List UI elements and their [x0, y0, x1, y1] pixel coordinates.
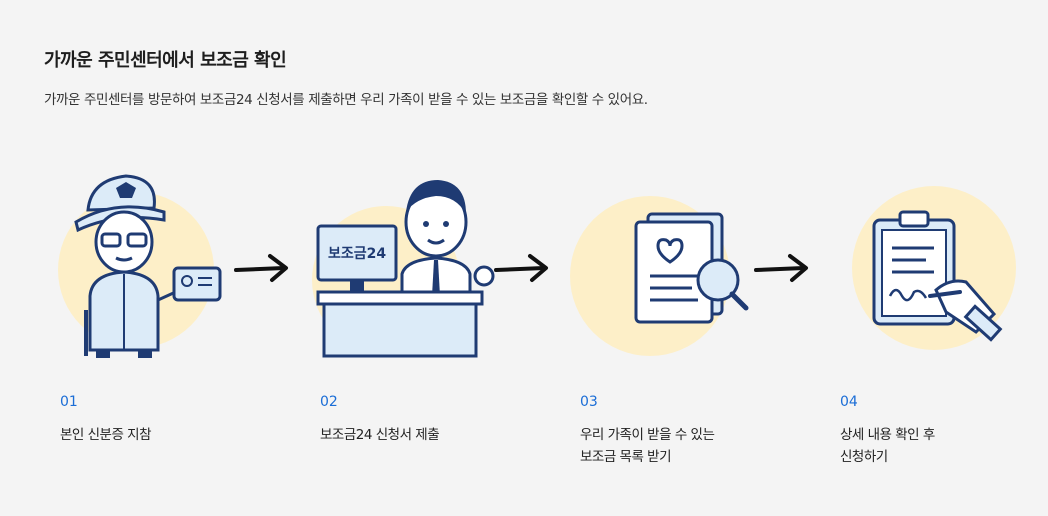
- step-4: 04 상세 내용 확인 후 신청하기: [826, 150, 1046, 490]
- page-description: 가까운 주민센터를 방문하여 보조금24 신청서를 제출하면 우리 가족이 받을…: [44, 92, 648, 108]
- step-label: 상세 내용 확인 후 신청하기: [840, 427, 935, 465]
- documents-magnifier-icon: [570, 196, 749, 356]
- page-title: 가까운 주민센터에서 보조금 확인: [44, 50, 287, 71]
- elderly-man-with-id-card-icon: [58, 174, 222, 358]
- clerk-at-desk-icon: 보조금24: [312, 180, 495, 358]
- step-3: 03 우리 가족이 받을 수 있는 보조금 목록 받기: [566, 150, 786, 490]
- monitor-text: 보조금24: [328, 246, 386, 262]
- clipboard-signature-icon: [852, 186, 1016, 350]
- arrow-right-icon: [494, 254, 548, 282]
- step-number: 04: [840, 394, 858, 410]
- step-label: 보조금24 신청서 제출: [320, 427, 440, 443]
- step-label: 본인 신분증 지참: [60, 427, 152, 443]
- arrow-right-icon: [754, 254, 808, 282]
- step-label: 우리 가족이 받을 수 있는 보조금 목록 받기: [580, 427, 715, 465]
- step-number: 03: [580, 394, 598, 410]
- step-number: 02: [320, 394, 338, 410]
- arrow-right-icon: [234, 254, 288, 282]
- step-2: 보조금24 02 보조금24 신청서 제출: [306, 150, 526, 490]
- step-1: 01 본인 신분증 지참: [46, 150, 266, 490]
- step-number: 01: [60, 394, 78, 410]
